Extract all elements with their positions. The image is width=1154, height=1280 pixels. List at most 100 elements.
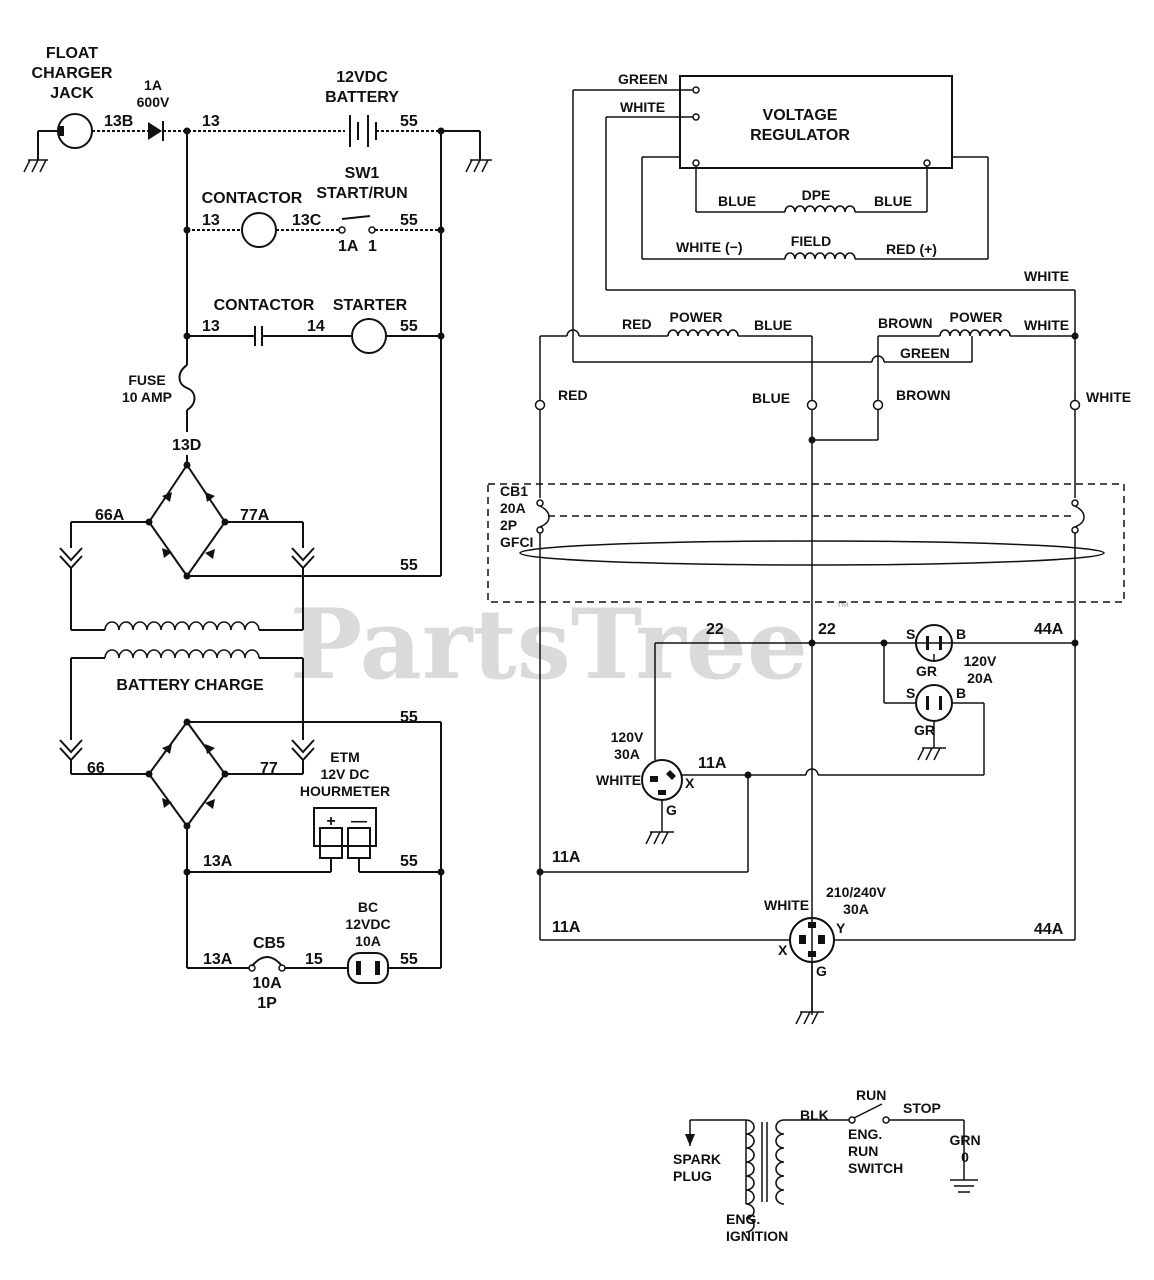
label-w-55-upper: 55 xyxy=(400,709,418,726)
label-w-15: 15 xyxy=(305,951,323,968)
label-gr2: GR xyxy=(914,722,935,738)
label-white-minus: WHITE (−) xyxy=(676,239,743,255)
label-w-77A: 77A xyxy=(240,507,270,524)
label-etm-plus: + xyxy=(326,813,335,830)
receptacle-120v-20a-top xyxy=(915,624,953,662)
label-w-11A-bot: 11A xyxy=(552,919,581,936)
bridge-rectifier-2 xyxy=(71,718,441,830)
label-gr1: GR xyxy=(916,663,937,679)
label-w-55-top: 55 xyxy=(400,113,418,130)
label-field: FIELD xyxy=(791,233,831,249)
label-w-13C: 13C xyxy=(292,212,322,229)
battery-symbol xyxy=(349,115,492,173)
label-s1: S xyxy=(906,626,915,642)
label-eng-ignition: ENG.IGNITION xyxy=(726,1211,788,1244)
label-w-11A-left: 11A xyxy=(552,849,581,866)
diode-symbol xyxy=(92,121,345,141)
voltage-regulator-box xyxy=(679,75,953,169)
left-dc-circuit xyxy=(23,113,492,984)
label-brown-power: BROWN xyxy=(878,315,932,331)
label-contactor2: CONTACTOR xyxy=(214,297,315,314)
watermark-trademark: ™ xyxy=(836,599,850,615)
label-white-term: WHITE xyxy=(1086,389,1131,405)
label-green-top: GREEN xyxy=(618,71,668,87)
label-run: RUN xyxy=(856,1087,886,1103)
label-w-22-b: 22 xyxy=(818,621,836,638)
label-w-11A-mid: 11A xyxy=(698,755,727,772)
label-w-66: 66 xyxy=(87,760,105,777)
label-white-power: WHITE xyxy=(1024,317,1069,333)
label-w-55-bc: 55 xyxy=(400,951,418,968)
label-g-240: G xyxy=(816,963,827,979)
label-x-30: X xyxy=(685,775,695,791)
label-sw-1: 1 xyxy=(368,238,377,255)
label-w-13A-2: 13A xyxy=(203,951,233,968)
label-w-55-c2: 55 xyxy=(400,318,418,335)
label-w-13B: 13B xyxy=(104,113,133,130)
bridge-rectifier-1 xyxy=(71,461,442,580)
label-blue-l: BLUE xyxy=(718,193,756,209)
label-w-13-top: 13 xyxy=(202,113,220,130)
label-b2: B xyxy=(956,685,966,701)
label-w-55-etm: 55 xyxy=(400,853,418,870)
label-blue-r: BLUE xyxy=(874,193,912,209)
receptacle-120v-30a xyxy=(641,759,683,845)
label-brown-term: BROWN xyxy=(896,387,950,403)
label-etm-minus: — xyxy=(351,813,367,830)
label-green-mid: GREEN xyxy=(900,345,950,361)
label-w-22-a: 22 xyxy=(706,621,724,638)
label-w-55-c1: 55 xyxy=(400,212,418,229)
label-y-240: Y xyxy=(836,920,846,936)
label-w-13A-1: 13A xyxy=(203,853,233,870)
label-white-30: WHITE xyxy=(596,772,641,788)
label-x-240: X xyxy=(778,942,788,958)
label-white-right: WHITE xyxy=(1024,268,1069,284)
label-white-240: WHITE xyxy=(764,897,809,913)
label-w-77: 77 xyxy=(260,760,278,777)
label-g-30: G xyxy=(666,802,677,818)
label-red-plus: RED (+) xyxy=(886,241,937,257)
label-blue-term: BLUE xyxy=(752,390,790,406)
label-w-13D: 13D xyxy=(172,437,201,454)
label-w-13-c1: 13 xyxy=(202,212,220,229)
label-w-13-c2: 13 xyxy=(202,318,220,335)
label-power2: POWER xyxy=(950,309,1003,325)
label-w-14: 14 xyxy=(307,318,325,335)
ignition-circuit xyxy=(685,1103,978,1233)
float-charger-jack-symbol xyxy=(23,113,93,173)
label-s2: S xyxy=(906,685,915,701)
cb1-gfci-box xyxy=(487,483,1125,603)
label-cb5: CB5 xyxy=(253,935,285,952)
label-w-55-br1: 55 xyxy=(400,557,418,574)
watermark: PartsTree xyxy=(290,588,808,701)
label-sw-1A: 1A xyxy=(338,238,359,255)
label-blue-power: BLUE xyxy=(754,317,792,333)
label-blk: BLK xyxy=(800,1107,829,1123)
label-power1: POWER xyxy=(670,309,723,325)
label-contactor1: CONTACTOR xyxy=(202,190,303,207)
label-red-power: RED xyxy=(622,316,652,332)
right-ac-circuit xyxy=(487,75,1125,1025)
label-battery-charge: BATTERY CHARGE xyxy=(116,677,264,694)
hourmeter-symbol xyxy=(187,807,441,873)
label-w-66A: 66A xyxy=(95,507,125,524)
label-dpe: DPE xyxy=(802,187,831,203)
label-b1: B xyxy=(956,626,966,642)
label-w-44A-top: 44A xyxy=(1034,621,1064,638)
label-white-top: WHITE xyxy=(620,99,665,115)
